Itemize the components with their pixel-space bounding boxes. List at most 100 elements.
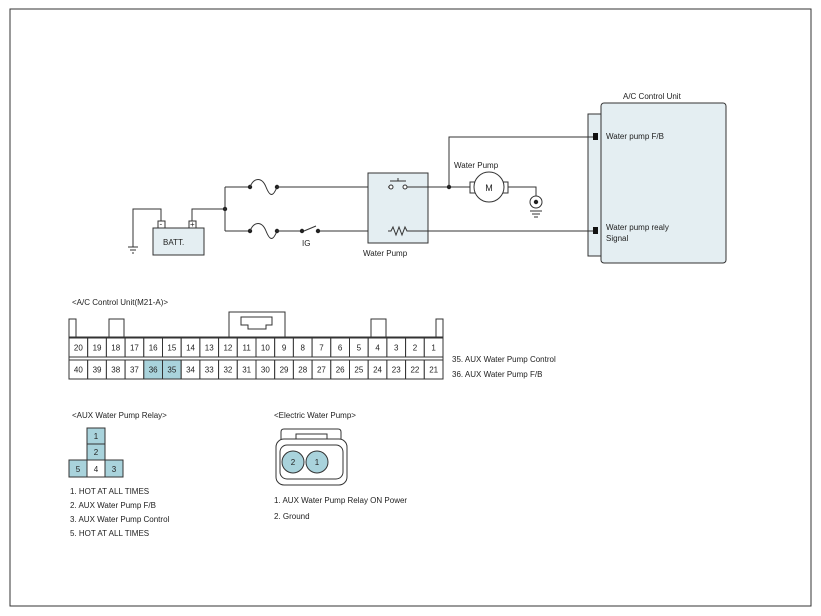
- m21-pin-label: 15: [167, 344, 176, 353]
- m21-pin-label: 39: [93, 366, 102, 375]
- pump-legend-1: 1. AUX Water Pump Relay ON Power: [274, 496, 407, 505]
- m21-pin-label: 5: [357, 344, 362, 353]
- motor-ground-wire: [508, 186, 537, 196]
- m21-pin-label: 8: [301, 344, 306, 353]
- m21-pin-label: 19: [93, 344, 102, 353]
- pump-legend-2: 2. Ground: [274, 512, 310, 521]
- motor-title: Water Pump: [454, 161, 499, 170]
- m21-title: <A/C Control Unit(M21-A)>: [72, 298, 168, 307]
- relay-legend-2: 2. AUX Water Pump F/B: [70, 501, 156, 510]
- m21-pin-cell: [423, 359, 444, 380]
- battery-minus-sign: -: [160, 220, 163, 229]
- m21-pin-label: 35: [167, 366, 176, 375]
- pin-relay-terminal: [593, 227, 598, 234]
- relay-contact-arm: [390, 178, 406, 182]
- page-border: [9, 8, 812, 607]
- m21-pin-label: 10: [261, 344, 270, 353]
- m21-pin-label: 23: [392, 366, 401, 375]
- m21-pin-label: 14: [186, 344, 195, 353]
- m21-pin-label: 18: [111, 344, 120, 353]
- m21-pin-label: 17: [130, 344, 139, 353]
- m21-tab-3: [370, 318, 387, 339]
- relay-connector-title: <AUX Water Pump Relay>: [72, 411, 167, 420]
- m21-pin-label: 28: [298, 366, 307, 375]
- m21-pin-label: 13: [205, 344, 214, 353]
- m21-pin-label: 3: [394, 344, 399, 353]
- m21-pin-label: 25: [354, 366, 363, 375]
- m21-pin-cell: [423, 337, 444, 358]
- connector-water-pump: <Electric Water Pump> 2 1 1. AUX Water P…: [274, 411, 407, 521]
- m21-pin-label: 27: [317, 366, 326, 375]
- ac-unit-title: A/C Control Unit: [623, 92, 682, 101]
- water-pump-motor: [473, 171, 505, 203]
- m21-pin-label: 2: [413, 344, 418, 353]
- m21-pin-label: 11: [242, 344, 251, 353]
- m21-tab-right: [435, 318, 444, 339]
- m21-legend-35: 35. AUX Water Pump Control: [452, 355, 556, 364]
- m21-pin-label: 38: [111, 366, 120, 375]
- m21-pin-label: 22: [410, 366, 419, 375]
- m21-pin-label: 37: [130, 366, 139, 375]
- pin-fb-terminal: [593, 133, 598, 140]
- ig-switch-blade: [303, 225, 317, 232]
- m21-legend-36: 36. AUX Water Pump F/B: [452, 370, 542, 379]
- water-pump-relay-box: [367, 172, 429, 244]
- relay-contact-a: [388, 184, 394, 190]
- battery-plus-sign: +: [190, 220, 195, 229]
- m21-pin-label: 4: [375, 344, 380, 353]
- pump-pin-1: 1: [315, 458, 320, 467]
- pump-pin-2-cell: [281, 450, 305, 474]
- m21-pin-label: 21: [429, 366, 438, 375]
- ground-symbol-left: [128, 246, 138, 254]
- m21-latch-key: [240, 316, 273, 330]
- pump-pin-2: 2: [291, 458, 296, 467]
- ig-switch-terminal-b: [315, 228, 321, 234]
- fuse-1: [249, 179, 278, 195]
- relay-legend-5: 5. HOT AT ALL TIMES: [70, 529, 149, 538]
- m21-pin-label: 33: [205, 366, 214, 375]
- m21-pin-label: 1: [431, 344, 436, 353]
- battery-label: BATT.: [163, 238, 184, 247]
- fuse-2: [249, 223, 278, 239]
- ig-label: IG: [302, 239, 310, 248]
- pump-pin-1-cell: [305, 450, 329, 474]
- pin-relay-label-2: Signal: [606, 234, 628, 243]
- m21-pin-label: 20: [74, 344, 83, 353]
- relay-contact-b: [402, 184, 408, 190]
- relay-legend-3: 3. AUX Water Pump Control: [70, 515, 170, 524]
- ac-control-unit-box: [600, 102, 727, 264]
- relay-pin-4: 4: [94, 465, 99, 474]
- feedback-wire: [448, 136, 593, 187]
- battery-box: [152, 227, 205, 256]
- relay-coil: [388, 225, 428, 237]
- m21-pin-label: 12: [223, 344, 232, 353]
- relay-title: Water Pump: [363, 249, 408, 258]
- pin-fb-label: Water pump F/B: [606, 132, 664, 141]
- circuit-schematic: A/C Control Unit Water pump F/B Water pu…: [128, 92, 727, 264]
- m21-pin-label: 26: [336, 366, 345, 375]
- battery-plus-wire: [191, 208, 225, 221]
- m21-pin-label: 40: [74, 366, 83, 375]
- ground-symbol-right: [530, 210, 542, 218]
- m21-pin-label: 34: [186, 366, 195, 375]
- m21-pin-label: 16: [149, 344, 158, 353]
- motor-ground-dot: [533, 199, 539, 205]
- m21-pin-label: 29: [280, 366, 289, 375]
- pin-relay-label-1: Water pump realy: [606, 223, 669, 232]
- battery-ground-wire: [132, 208, 162, 247]
- connector-relay: <AUX Water Pump Relay> 1 2 5 4 3 1. HOT …: [68, 411, 170, 538]
- m21-pin-label: 9: [282, 344, 287, 353]
- m21-pin-label: 36: [149, 366, 158, 375]
- m21-pin-label: 32: [223, 366, 232, 375]
- m21-pin-label: 7: [319, 344, 324, 353]
- ig-switch-terminal-a: [299, 228, 305, 234]
- m21-tab-left: [68, 318, 77, 339]
- m21-tab-2: [108, 318, 125, 339]
- relay-pin-3-cell: [104, 459, 124, 478]
- relay-pin-1: 1: [94, 432, 99, 441]
- relay-pin-2: 2: [94, 448, 99, 457]
